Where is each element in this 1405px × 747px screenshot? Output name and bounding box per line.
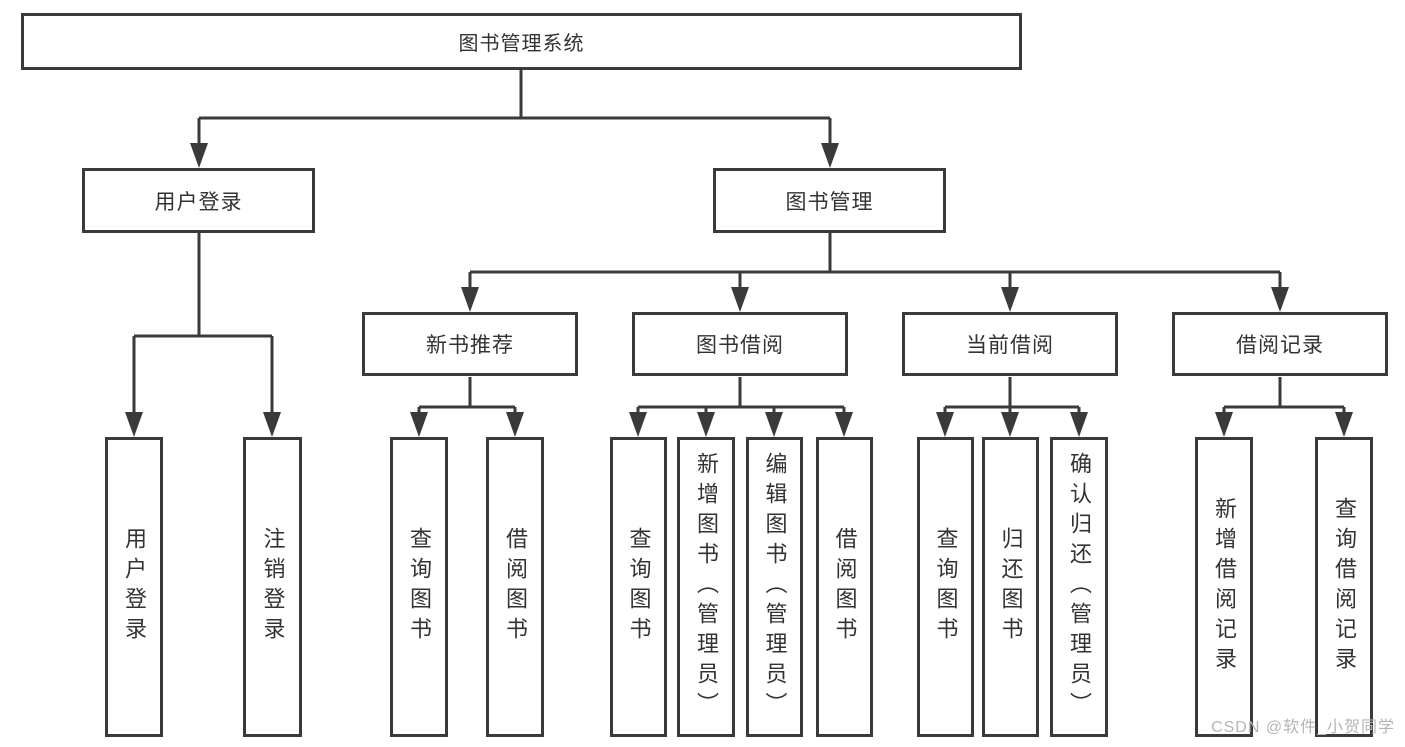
- node-label: 确认归还（管理员）: [1067, 452, 1092, 722]
- node-label: 当前借阅: [966, 334, 1054, 357]
- leaf-return-book: 归还图书: [982, 437, 1039, 737]
- leaf-query-books-current: 查询图书: [917, 437, 974, 737]
- node-current-borrowing: 当前借阅: [902, 312, 1118, 376]
- node-label: 图书管理系统: [458, 33, 585, 55]
- leaf-borrow-books-borrowing: 借阅图书: [816, 437, 873, 737]
- leaf-add-borrow-record: 新增借阅记录: [1195, 437, 1253, 737]
- leaf-edit-book-admin: 编辑图书（管理员）: [746, 437, 803, 737]
- csdn-watermark: CSDN @软件_小贺同学: [1211, 719, 1395, 736]
- node-label: 用户登录: [154, 190, 243, 214]
- node-label: 查询图书: [933, 527, 959, 647]
- leaf-logout: 注销登录: [243, 437, 302, 737]
- node-label: 图书借阅: [696, 334, 784, 357]
- node-label: 查询借阅记录: [1332, 497, 1357, 677]
- node-label: 借阅图书: [832, 527, 858, 647]
- node-library-system: 图书管理系统: [21, 13, 1022, 70]
- leaf-query-borrow-record: 查询借阅记录: [1315, 437, 1373, 737]
- node-book-management: 图书管理: [713, 168, 946, 233]
- node-user-login: 用户登录: [82, 168, 315, 233]
- node-label: 借阅记录: [1236, 334, 1324, 357]
- node-book-borrowing: 图书借阅: [632, 312, 848, 376]
- node-borrow-records: 借阅记录: [1172, 312, 1388, 376]
- node-label: 编辑图书（管理员）: [762, 452, 788, 722]
- leaf-query-books-recommend: 查询图书: [390, 437, 448, 737]
- node-label: 用户登录: [122, 527, 147, 647]
- node-label: 新增图书（管理员）: [694, 452, 719, 722]
- node-label: 查询图书: [407, 527, 432, 647]
- node-new-book-recommend: 新书推荐: [362, 312, 578, 376]
- leaf-add-book-admin: 新增图书（管理员）: [677, 437, 735, 737]
- node-label: 注销登录: [260, 527, 286, 647]
- node-label: 借阅图书: [503, 527, 528, 647]
- node-label: 新增借阅记录: [1212, 497, 1237, 677]
- node-label: 查询图书: [626, 527, 652, 647]
- leaf-query-books-borrowing: 查询图书: [610, 437, 667, 737]
- leaf-borrow-books-recommend: 借阅图书: [486, 437, 544, 737]
- node-label: 新书推荐: [426, 334, 514, 357]
- leaf-user-login: 用户登录: [105, 437, 163, 737]
- node-label: 归还图书: [998, 527, 1024, 647]
- leaf-confirm-return-admin: 确认归还（管理员）: [1050, 437, 1108, 737]
- node-label: 图书管理: [785, 190, 874, 214]
